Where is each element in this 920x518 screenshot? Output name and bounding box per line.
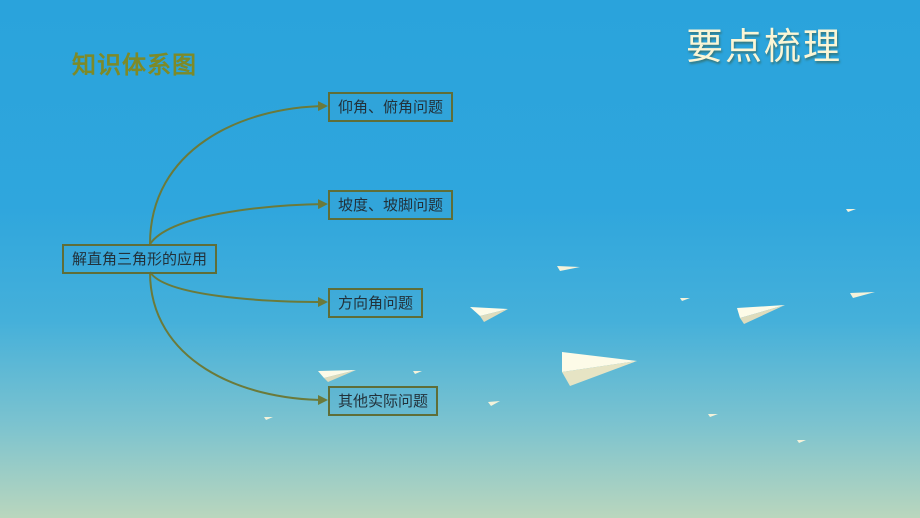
paper-plane-tiny-1 [557, 266, 580, 271]
branch-node-other-problems: 其他实际问题 [328, 386, 439, 416]
branch-node-elevation-depression: 仰角、俯角问题 [328, 92, 454, 122]
connector-2 [149, 199, 328, 245]
branch-node-slope: 坡度、坡脚问题 [328, 190, 454, 220]
connector-1 [149, 101, 328, 245]
branch-node-direction-angle: 方向角问题 [328, 288, 424, 318]
diagram-subheading: 知识体系图 [72, 51, 197, 79]
connector-3 [149, 271, 328, 307]
paper-plane-tiny-8 [264, 417, 273, 420]
paper-plane-small-2 [318, 370, 356, 382]
paper-plane-large [562, 352, 637, 386]
paper-plane-tiny-6 [413, 371, 422, 374]
paper-plane-small-1 [470, 307, 508, 322]
connector-4 [149, 271, 328, 405]
paper-plane-tiny-5 [488, 401, 500, 406]
slide-heading: 要点梳理 [686, 25, 842, 68]
paper-plane-tiny-3 [846, 209, 856, 212]
paper-plane-medium [737, 305, 785, 324]
paper-plane-tiny-4 [680, 298, 690, 301]
paper-plane-tiny-9 [797, 440, 806, 443]
paper-plane-tiny-2 [850, 292, 875, 298]
paper-plane-tiny-7 [708, 414, 718, 417]
root-node: 解直角三角形的应用 [62, 244, 218, 274]
